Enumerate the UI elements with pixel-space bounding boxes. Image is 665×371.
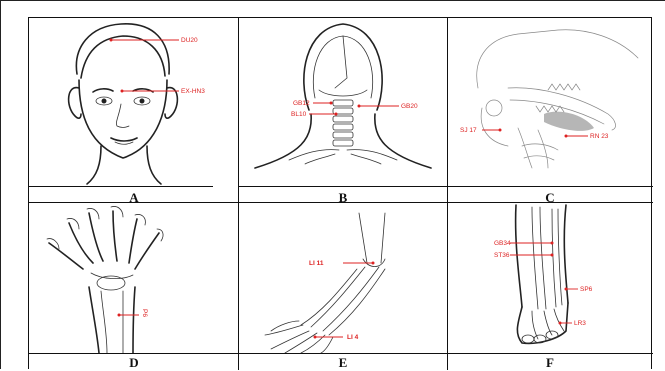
panel-b: GB12 GB20 BL10 (239, 18, 447, 186)
label-ex-hn3: EX-HN3 (181, 88, 205, 95)
label-li11: LI 11 (309, 260, 324, 267)
panel-d-labels: P6 (29, 203, 238, 353)
acupoint-figure-table: DU20 EX-HN3 (28, 17, 652, 369)
panel-b-labels: GB12 GB20 BL10 (239, 18, 447, 186)
label-lr3: LR3 (574, 320, 586, 327)
panel-c: SJ 17 RN 23 (448, 18, 653, 186)
panel-f-labels: GB34 ST36 SP6 LR3 (448, 203, 653, 353)
panel-a-labels: DU20 EX-HN3 (29, 18, 238, 186)
label-li4: LI 4 (347, 334, 359, 341)
panel-a: DU20 EX-HN3 (29, 18, 238, 186)
label-sp6: SP6 (580, 286, 593, 293)
label-du20: DU20 (181, 37, 198, 44)
panel-e: LI 11 LI 4 (239, 203, 447, 353)
row-divider-top-left (29, 186, 213, 187)
row-divider-top (238, 186, 653, 187)
label-sj17: SJ 17 (460, 127, 477, 134)
panel-d: P6 (29, 203, 238, 353)
label-rn23: RN 23 (590, 133, 609, 140)
label-st36: ST36 (494, 252, 510, 259)
label-bl10: BL10 (291, 111, 307, 118)
panel-f: GB34 ST36 SP6 LR3 (448, 203, 653, 353)
label-gb20: GB20 (401, 103, 418, 110)
panel-e-labels: LI 11 LI 4 (239, 203, 447, 353)
label-gb12: GB12 (293, 100, 310, 107)
label-gb34: GB34 (494, 240, 511, 247)
caption-divider (29, 353, 653, 354)
label-p6: P6 (141, 309, 148, 317)
panel-c-labels: SJ 17 RN 23 (448, 18, 653, 186)
